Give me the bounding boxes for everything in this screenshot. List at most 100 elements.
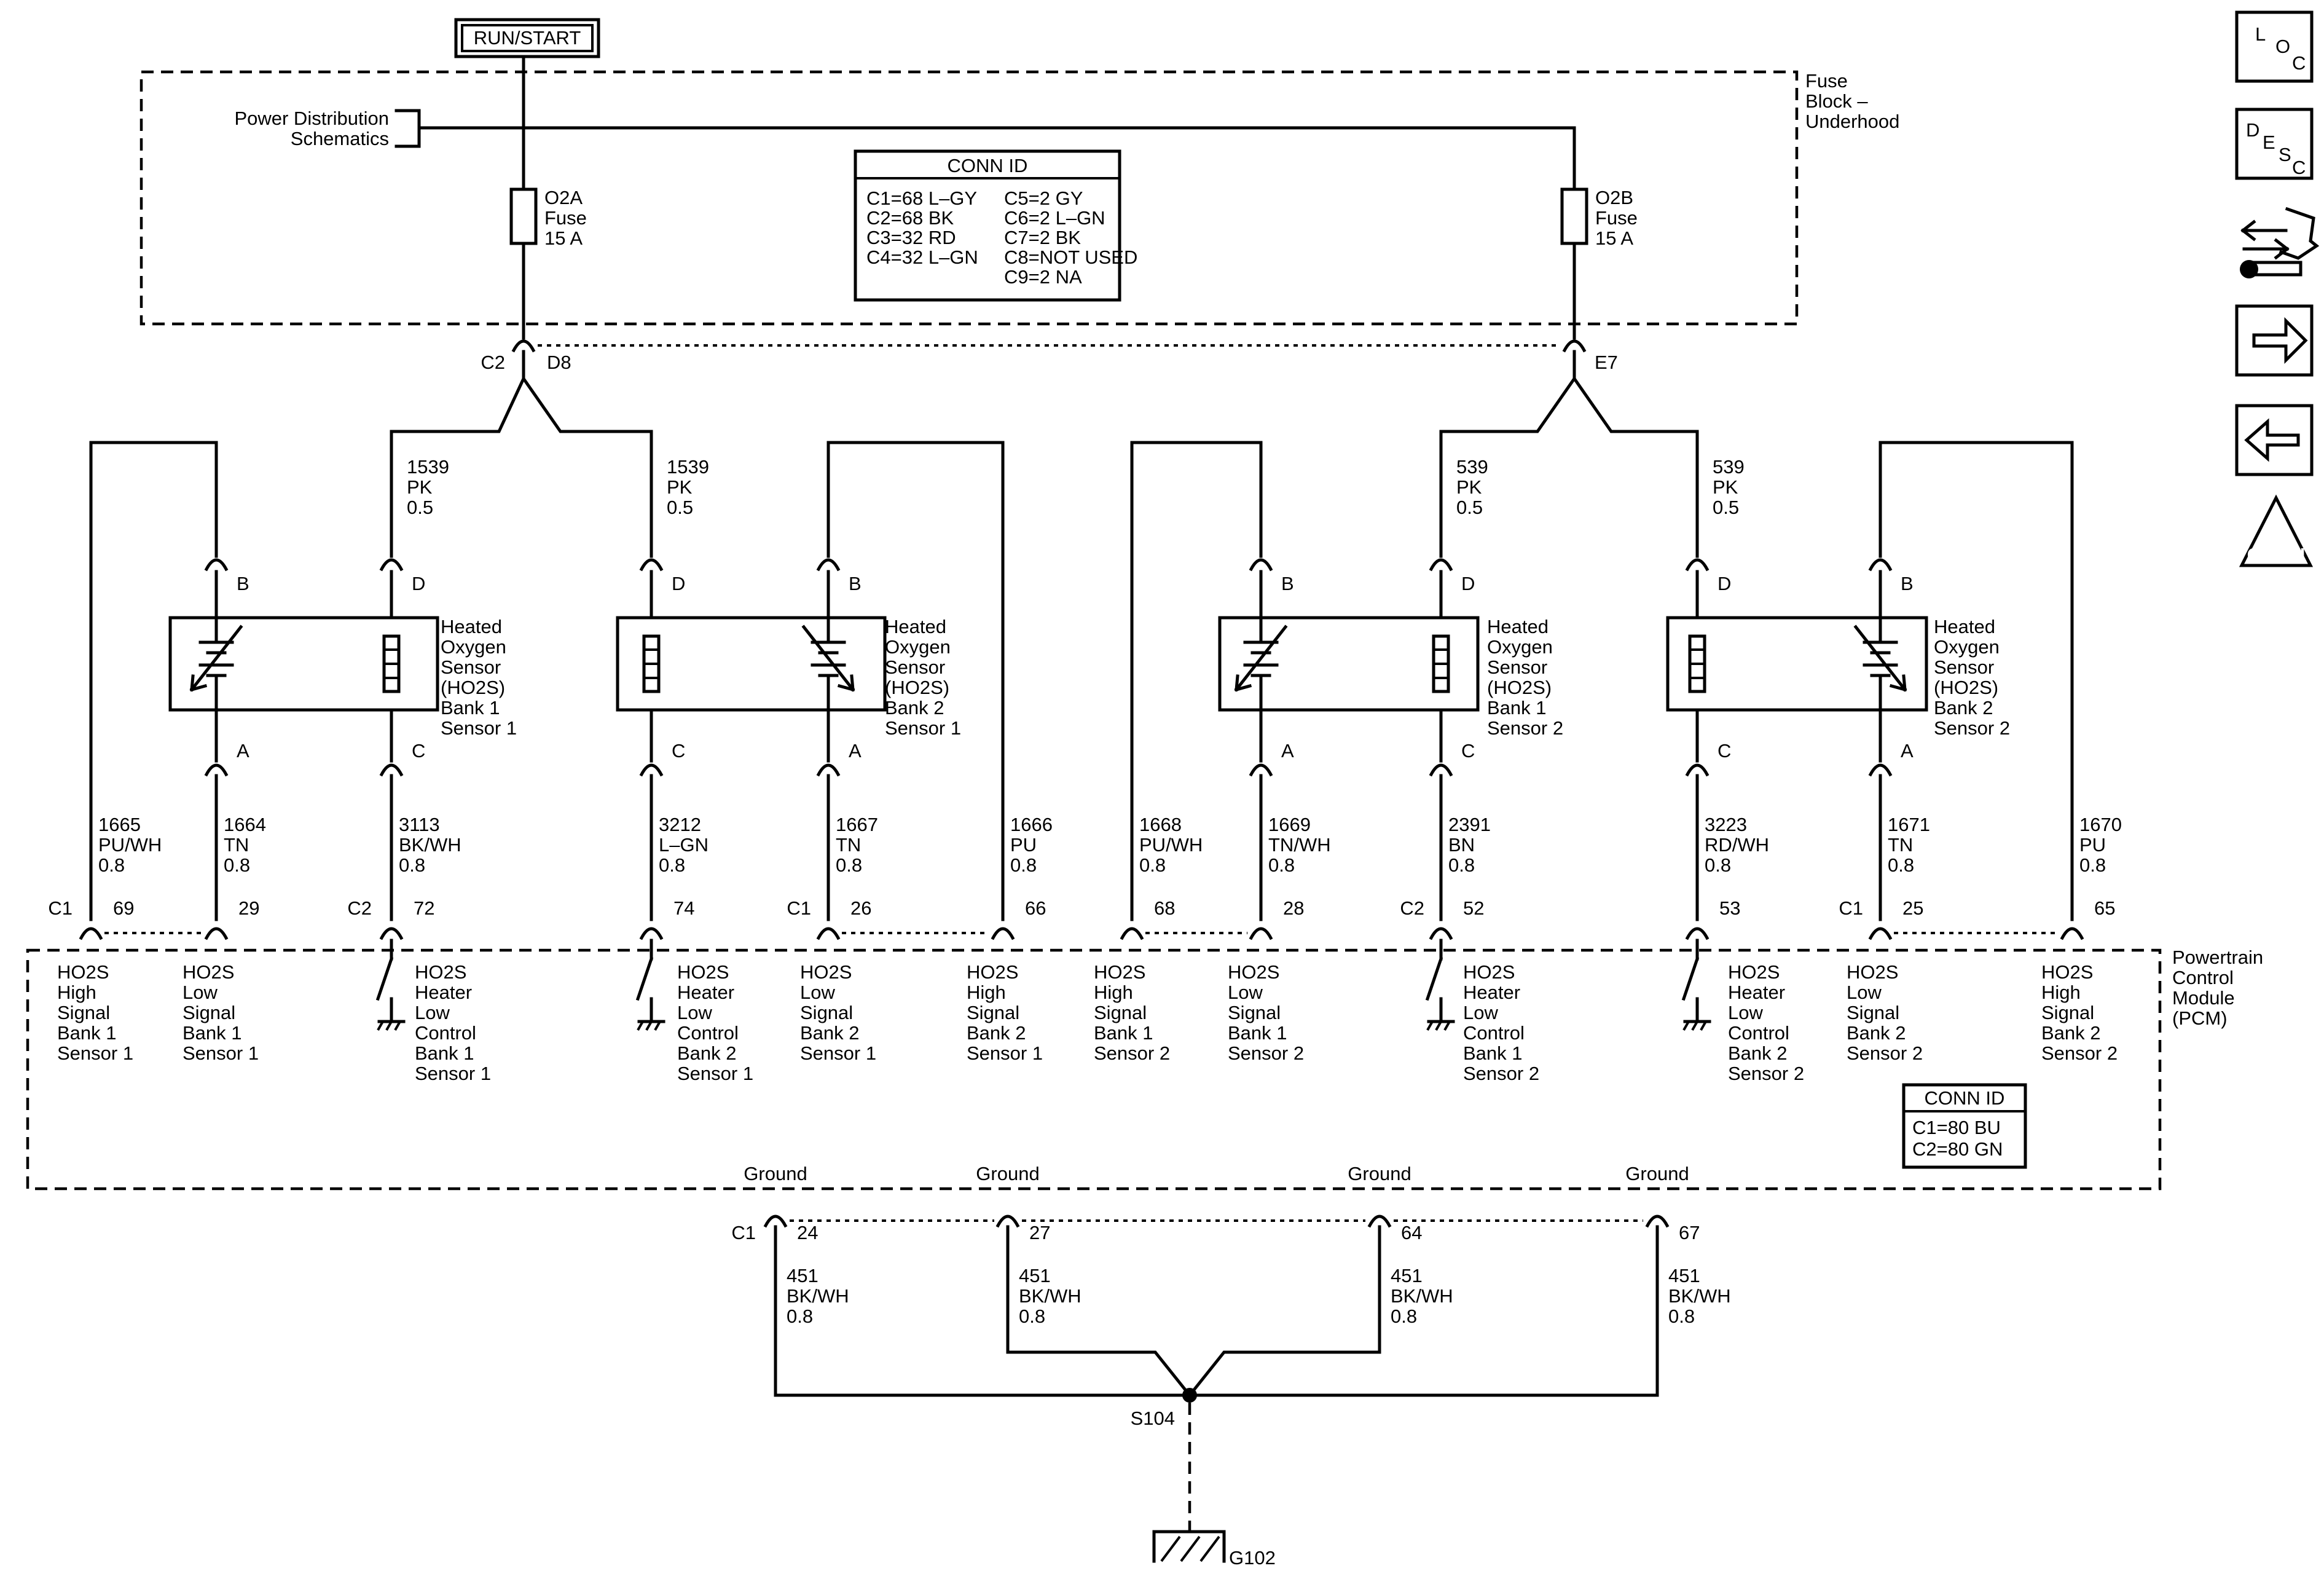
sensor-label-line: Heated bbox=[1487, 616, 1549, 637]
pcm-pin-label-line: Bank 1 bbox=[183, 1022, 242, 1044]
pcm-pin-label-line: Signal bbox=[800, 1002, 853, 1023]
sensor-label-line: Bank 2 bbox=[1934, 697, 1993, 719]
next-button[interactable] bbox=[2235, 304, 2314, 377]
signal-wire-label-line: TN bbox=[1888, 834, 1913, 856]
pcm-pin-label-line: Control bbox=[415, 1022, 476, 1044]
sensor-label-line: Bank 2 bbox=[885, 697, 944, 719]
sensor-pin-b bbox=[1249, 558, 1273, 572]
sensor-label-line: Heated bbox=[885, 616, 946, 637]
pcm-pin-label-line: HO2S bbox=[1463, 961, 1515, 983]
pin-label-a: A bbox=[849, 740, 862, 762]
signal-wire-label-line: 0.8 bbox=[659, 854, 685, 876]
feed-wire-label-line: 0.5 bbox=[667, 497, 693, 518]
pcm-pin-label-line: HO2S bbox=[1728, 961, 1780, 983]
run-start-label: RUN/START bbox=[474, 27, 581, 49]
pcm-pin-53 bbox=[1685, 927, 1710, 940]
ground-label: Ground bbox=[976, 1163, 1039, 1184]
pcm-pin-label-line: Control bbox=[1463, 1022, 1525, 1044]
pcm-pin-label-line: High bbox=[967, 982, 1006, 1003]
pcm-pin-label-line: Low bbox=[1847, 982, 1882, 1003]
pcm-pin-number: 68 bbox=[1154, 897, 1175, 919]
loc-icon-letter: O bbox=[2275, 36, 2290, 57]
sensor-label-line: Sensor bbox=[441, 656, 501, 678]
signal-wire-label-line: 0.8 bbox=[224, 854, 250, 876]
pcm-pin-number: 69 bbox=[113, 897, 134, 919]
sensor-label-line: Sensor bbox=[1934, 656, 1994, 678]
ground-wire-label-line: 0.8 bbox=[1668, 1305, 1695, 1327]
ground-label: Ground bbox=[744, 1163, 807, 1184]
pcm-pin-69 bbox=[79, 927, 103, 940]
pcm-label-line: Control bbox=[2172, 967, 2234, 988]
signal-wire-label-line: 0.8 bbox=[1010, 854, 1037, 876]
arrow-head bbox=[189, 674, 208, 692]
splice-s104-label: S104 bbox=[1131, 1408, 1175, 1429]
fuse-label-3: 15 A bbox=[544, 227, 583, 249]
pcm-pin-number: 66 bbox=[1025, 897, 1046, 919]
fuse-block-label-line: Underhood bbox=[1805, 111, 1899, 132]
switch-blade bbox=[375, 956, 394, 1001]
wire-1668-loop bbox=[1130, 441, 1263, 912]
conn-id-entry: C7=2 BK bbox=[1004, 227, 1081, 248]
pcm-pin-label-line: Sensor 1 bbox=[800, 1042, 876, 1064]
chassis-ground-hatch bbox=[654, 1021, 661, 1031]
power-section: RUN/START bbox=[454, 18, 600, 58]
pcm-conn-c2: C2 bbox=[347, 897, 372, 919]
fuse-block-label-line: Block – bbox=[1805, 90, 1868, 112]
splice-fanout-1 bbox=[390, 376, 653, 543]
feed-wire-label-line: 0.5 bbox=[1713, 497, 1739, 518]
diagnostic-button[interactable] bbox=[2240, 207, 2320, 278]
signal-wire-label-line: 0.8 bbox=[1139, 854, 1166, 876]
sensor-variable-arrow bbox=[1234, 624, 1288, 692]
pcm-pin-label-line: Sensor 2 bbox=[1847, 1042, 1923, 1064]
pcm-pin-28 bbox=[1249, 927, 1273, 940]
signal-wire-label-line: 0.8 bbox=[836, 854, 862, 876]
conn-id-entry: C6=2 L–GN bbox=[1004, 207, 1105, 229]
pcm-pin-number: 52 bbox=[1463, 897, 1484, 919]
back-button[interactable] bbox=[2235, 404, 2314, 476]
conn-id-box bbox=[1902, 1083, 2027, 1169]
feed-wire-label-line: 539 bbox=[1456, 456, 1488, 478]
ground-pin-number: 67 bbox=[1679, 1222, 1700, 1243]
ground-wire-451 bbox=[774, 1225, 1659, 1397]
pcm-pin-26 bbox=[816, 927, 841, 940]
signal-wire-label-line: 1671 bbox=[1888, 814, 1930, 835]
ground-symbol-frame bbox=[1152, 1530, 1226, 1563]
signal-wire-label-line: 1665 bbox=[98, 814, 141, 835]
splice-label-c2: C2 bbox=[481, 352, 505, 373]
obd-ii-label: OBD II bbox=[2247, 544, 2306, 565]
pin-label-d: D bbox=[1717, 573, 1731, 594]
diagnostic-icon-hand bbox=[2279, 207, 2320, 260]
pcm-pin-label-line: HO2S bbox=[677, 961, 729, 983]
pcm-pin-label-line: Low bbox=[1463, 1002, 1498, 1023]
chassis-ground-hatch bbox=[385, 1021, 393, 1031]
loc-button[interactable]: LOC bbox=[2235, 10, 2314, 83]
pcm-pin-label-line: Control bbox=[677, 1022, 739, 1044]
feed-wire-label-line: PK bbox=[1713, 476, 1738, 498]
pcm-pin-label-line: HO2S bbox=[1847, 961, 1898, 983]
ground-wire-label-line: 0.8 bbox=[787, 1305, 813, 1327]
pcm-pin-number: 65 bbox=[2094, 897, 2115, 919]
signal-wire-label-line: 0.8 bbox=[1705, 854, 1731, 876]
desc-icon-letter: E bbox=[2263, 132, 2275, 153]
sensor-label-line: Bank 1 bbox=[1487, 697, 1547, 719]
ground-label: Ground bbox=[1625, 1163, 1689, 1184]
pcm-label-line: Module bbox=[2172, 987, 2235, 1009]
pcm-pin-number: 28 bbox=[1283, 897, 1304, 919]
chassis-ground-hatch bbox=[377, 1021, 384, 1031]
pcm-pin-number: 74 bbox=[673, 897, 694, 919]
